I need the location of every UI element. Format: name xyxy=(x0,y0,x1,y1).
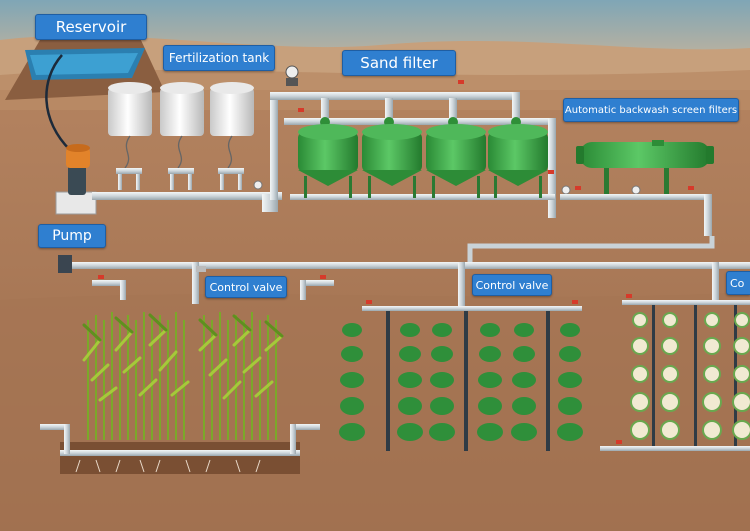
label-reservoir: Reservoir xyxy=(35,14,147,40)
fertilization-tanks xyxy=(108,82,254,190)
fert-tank-2 xyxy=(160,82,204,136)
label-control-valve-3: Co xyxy=(726,271,750,295)
outlet-pipe xyxy=(290,194,555,200)
supply-pipe xyxy=(92,192,282,200)
sand-filters xyxy=(298,98,548,198)
riser-pipe xyxy=(270,92,278,200)
label-pump: Pump xyxy=(38,224,106,248)
label-control-valve-2: Control valve xyxy=(472,274,552,296)
red-valve-markers xyxy=(298,80,694,190)
backwash-screen-filter xyxy=(560,140,714,236)
header-pipe-top xyxy=(270,92,520,100)
sand-filter-4 xyxy=(488,98,548,198)
label-control-valve-1: Control valve xyxy=(205,276,287,298)
field-3-cauliflower xyxy=(630,312,750,440)
main-distribution-pipe xyxy=(60,262,750,269)
header-pipe-mid xyxy=(284,118,554,125)
label-sand-filter: Sand filter xyxy=(342,50,456,76)
field-2-valves xyxy=(362,262,582,451)
field-1-valves xyxy=(92,262,334,304)
pressure-gauges xyxy=(253,65,641,195)
intake-hose xyxy=(45,54,71,151)
fert-tank-1 xyxy=(108,82,152,136)
field-2-vegetables xyxy=(339,323,583,441)
field-1-corn xyxy=(82,312,284,440)
fert-tank-3 xyxy=(210,82,254,136)
field-1-trench xyxy=(40,424,320,474)
label-backwash-filters: Automatic backwash screen filters xyxy=(563,98,739,122)
pump xyxy=(55,144,97,215)
label-fertilization-tank: Fertilization tank xyxy=(163,45,275,71)
sand-filter-1 xyxy=(298,98,358,198)
sand-filter-2 xyxy=(362,98,422,198)
sand-filter-3 xyxy=(426,98,486,198)
